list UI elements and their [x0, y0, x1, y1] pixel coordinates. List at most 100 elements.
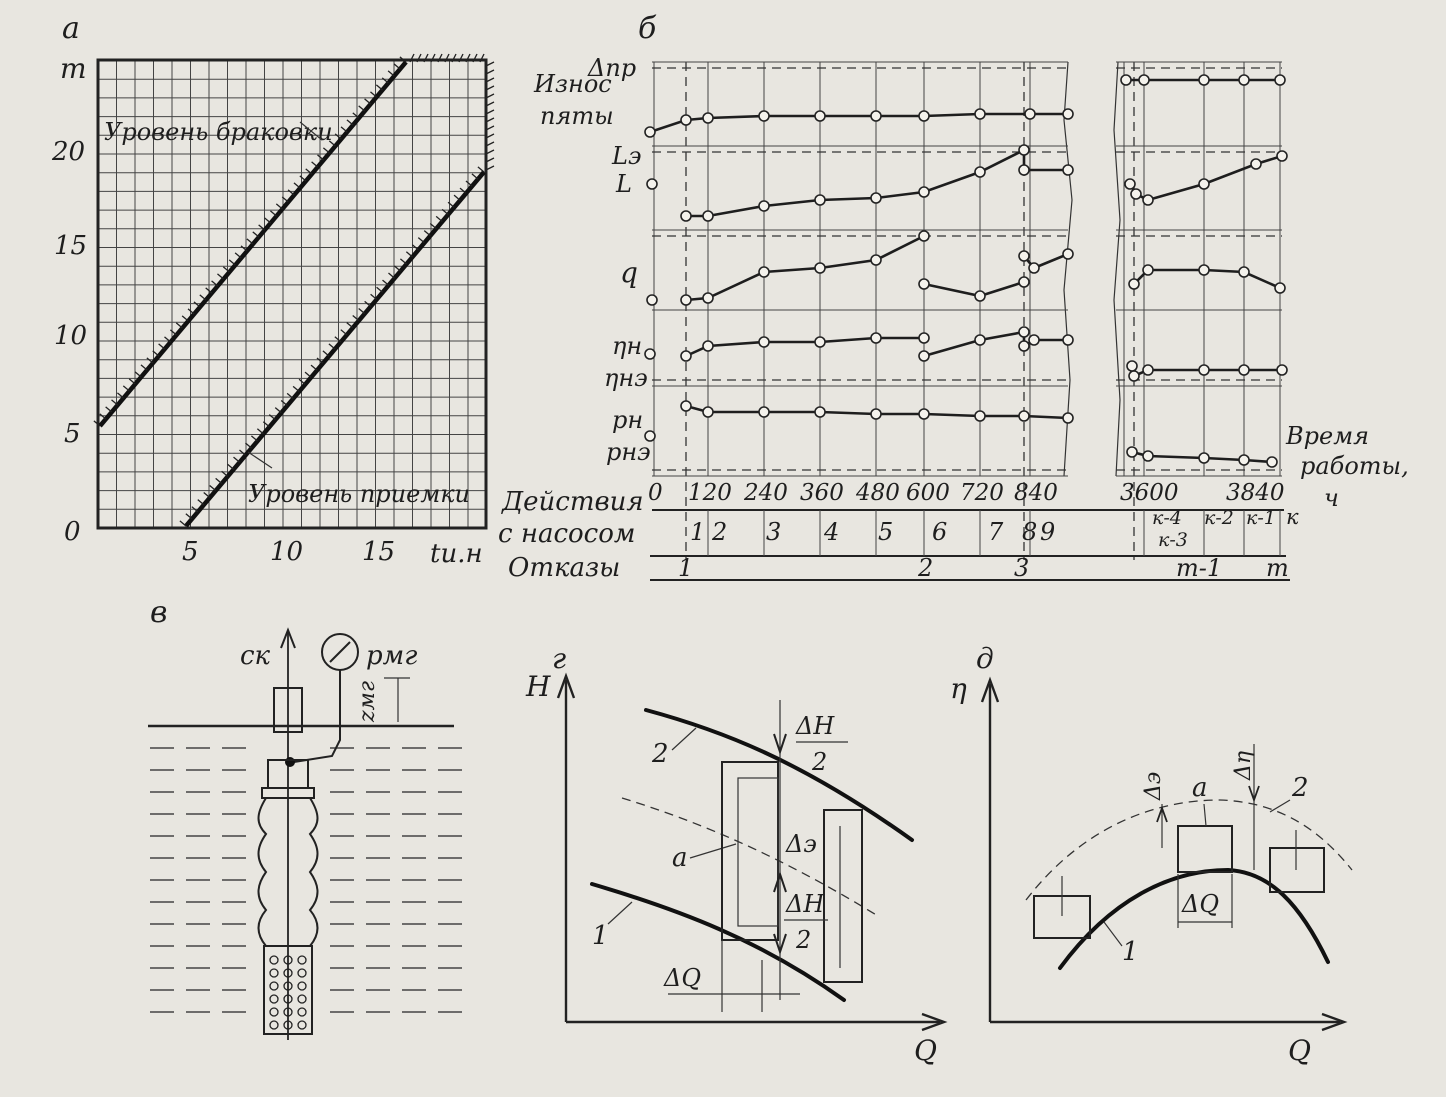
hatch-tick [437, 53, 443, 63]
curve-1 [1058, 867, 1330, 970]
label-1: 1 [1122, 937, 1139, 967]
series-point [644, 348, 656, 360]
series-point [1130, 188, 1142, 200]
gauge-needle [329, 641, 351, 663]
hatch-tick [485, 125, 495, 131]
series-point [1138, 74, 1150, 86]
panel-v-letter: в [150, 595, 167, 630]
param-label: pнэ [606, 438, 651, 466]
param-label: ηн [612, 332, 642, 360]
series-point [702, 292, 714, 304]
series-point [1018, 340, 1030, 352]
delta-e-label: Δэ [1141, 772, 1166, 801]
panel-a-x-ticks: 5 10 15 [182, 537, 395, 567]
hatch-tick [317, 154, 325, 161]
label-a: а [1192, 773, 1208, 803]
series-point [644, 430, 656, 442]
hatch-tick [274, 407, 282, 414]
hatch-tick [346, 119, 354, 126]
screen-hole [297, 1007, 307, 1017]
panel-a-x-axis-label: tи.н [430, 539, 483, 569]
series-point [702, 406, 714, 418]
series-point [918, 230, 930, 242]
hatch-tick [370, 293, 378, 300]
hatch-tick [358, 105, 366, 112]
hatch-tick [280, 399, 288, 407]
hatch-tick [485, 61, 495, 67]
time-axis-label-line: Время [1285, 422, 1369, 450]
actions-label-line1: Действия [501, 487, 644, 517]
hatch-tick [304, 371, 312, 378]
series-point [814, 262, 826, 274]
hatch-tick [340, 329, 348, 336]
series-point [1198, 178, 1210, 190]
failure-number: m-1 [1176, 554, 1222, 582]
series-point [1250, 158, 1262, 170]
hatch-tick [485, 157, 495, 163]
discharge-pipe [273, 687, 303, 733]
failure-number: 2 [917, 554, 933, 582]
series-point [1198, 452, 1210, 464]
hatch-tick [423, 230, 431, 237]
hatch-tick [311, 161, 319, 168]
series-point [1126, 446, 1138, 458]
series-point [1028, 334, 1040, 346]
hatch-tick [316, 357, 324, 364]
hatch-tick [217, 273, 224, 280]
hatch-tick [465, 53, 471, 63]
hatch-tick [423, 53, 429, 63]
screen-hole [283, 981, 293, 991]
hatch-tick [358, 307, 366, 315]
hatch-tick [264, 217, 272, 224]
panel-g-y-axis-label: H [525, 670, 551, 703]
time-axis-label-line: ч [1324, 484, 1339, 512]
hatch-tick [99, 413, 107, 420]
hatch-tick [370, 91, 377, 98]
curve-a [621, 797, 879, 917]
panel-g: г H Q 2 1 а ΔH 2 Δэ ΔH 2 ΔQ [525, 642, 948, 1067]
series-point [974, 410, 986, 422]
series-point [870, 192, 882, 204]
hatch-tick [158, 343, 166, 350]
series-point [1062, 412, 1074, 424]
curve-2 [1025, 799, 1353, 901]
panel-a-y-axis-label: m [60, 52, 87, 85]
series-point [1198, 364, 1210, 376]
series-point [870, 254, 882, 266]
hatch-tick [485, 141, 495, 147]
time-tick-label: 240 [743, 480, 788, 506]
break-edge [1113, 61, 1121, 477]
panel-b-chart [644, 61, 1290, 581]
hatch-tick [256, 428, 264, 435]
series-point [1128, 278, 1140, 290]
series-point [1018, 250, 1030, 262]
series-point [918, 350, 930, 362]
hatch-tick [394, 265, 401, 272]
tolerance-box-3 [1269, 847, 1325, 893]
curve-2 [644, 708, 914, 842]
series-point [702, 340, 714, 352]
hatch-tick [485, 77, 495, 83]
series-point [918, 186, 930, 198]
screen-hole [283, 994, 293, 1004]
tolerance-box-left [721, 761, 779, 941]
hatch-tick [485, 109, 495, 115]
g-y-arrow [556, 672, 576, 699]
screen-hole [269, 981, 279, 991]
label-2-leader [1269, 799, 1291, 813]
hatch-tick [485, 165, 495, 171]
curve-1-label: 1 [592, 921, 609, 951]
series-point [702, 112, 714, 124]
screen-hole [297, 994, 307, 1004]
hatch-tick [485, 85, 495, 91]
param-label: L [615, 170, 632, 198]
hatch-tick [281, 196, 289, 203]
series-point [1024, 108, 1036, 120]
hatch-tick [305, 168, 313, 175]
series-point [1238, 454, 1250, 466]
series-point [814, 336, 826, 348]
screen-hole [283, 1020, 293, 1030]
curve-a-leader [689, 843, 737, 859]
hatch-tick [262, 421, 270, 428]
series-point [870, 408, 882, 420]
